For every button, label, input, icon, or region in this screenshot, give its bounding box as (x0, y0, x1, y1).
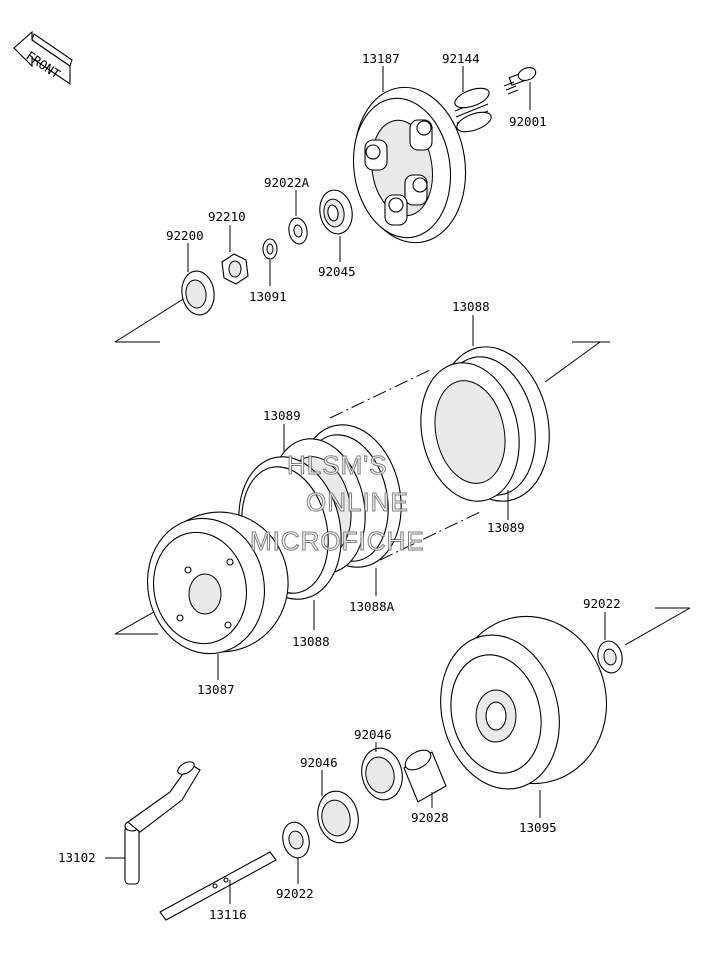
part-92001-bolt-icon (503, 67, 537, 95)
part-13102-lever (124, 761, 201, 885)
part-13116-push-rod (159, 851, 277, 921)
label-13087: 13087 (197, 682, 235, 697)
label-92022-right: 92022 (583, 596, 621, 611)
axis-line-upper (114, 295, 189, 343)
label-13089-right: 13089 (487, 520, 525, 535)
label-92046-b: 92046 (354, 727, 392, 742)
part-13095-clutch-housing (440, 615, 608, 790)
label-13088-bottom: 13088 (292, 634, 330, 649)
part-13087-clutch-hub (146, 511, 289, 655)
part-92046-needle-bearing-a (317, 790, 359, 844)
label-92144: 92144 (442, 51, 480, 66)
part-92028-collar (403, 749, 447, 803)
watermark-line-1: HLSM'S (287, 450, 388, 480)
axis-line-lower-right (624, 607, 691, 646)
axis-dash-mid-lower (379, 511, 481, 561)
part-92022-washer-bottom (282, 821, 310, 859)
watermark-line-3: MICROFICHE (250, 526, 425, 556)
label-13088A: 13088A (349, 599, 395, 614)
label-13116: 13116 (209, 907, 247, 922)
label-92200: 92200 (166, 228, 204, 243)
axis-line-mid-right (544, 341, 601, 383)
label-13089-left: 13089 (263, 408, 301, 423)
front-arrow-icon: FRONT (13, 30, 73, 86)
part-92200-splined-washer (181, 270, 215, 316)
watermark: HLSM'S ONLINE MICROFICHE (250, 450, 425, 557)
part-92144-spring-icon (454, 87, 492, 133)
label-92045: 92045 (318, 264, 356, 279)
part-13091-collar (262, 238, 278, 260)
label-92001: 92001 (509, 114, 547, 129)
label-13187: 13187 (362, 51, 400, 66)
label-92046-a: 92046 (300, 755, 338, 770)
label-92022-bottom: 92022 (276, 886, 314, 901)
label-92028: 92028 (411, 810, 449, 825)
label-13095: 13095 (519, 820, 557, 835)
axis-dash-mid-upper (329, 369, 431, 419)
watermark-line-2: ONLINE (306, 487, 409, 517)
label-13102: 13102 (58, 850, 96, 865)
part-92022-washer-right (597, 640, 623, 674)
part-13187-pressure-plate (352, 86, 467, 244)
label-13091: 13091 (249, 289, 287, 304)
part-92045-bearing (319, 189, 353, 235)
label-92022A: 92022A (264, 175, 310, 190)
part-92022A-washer (288, 217, 308, 245)
part-13089-steel-plate-right (420, 362, 520, 502)
label-13088-top: 13088 (452, 299, 490, 314)
label-92210: 92210 (208, 209, 246, 224)
part-92210-nut (221, 253, 249, 285)
part-92046-needle-bearing-b (361, 747, 403, 801)
